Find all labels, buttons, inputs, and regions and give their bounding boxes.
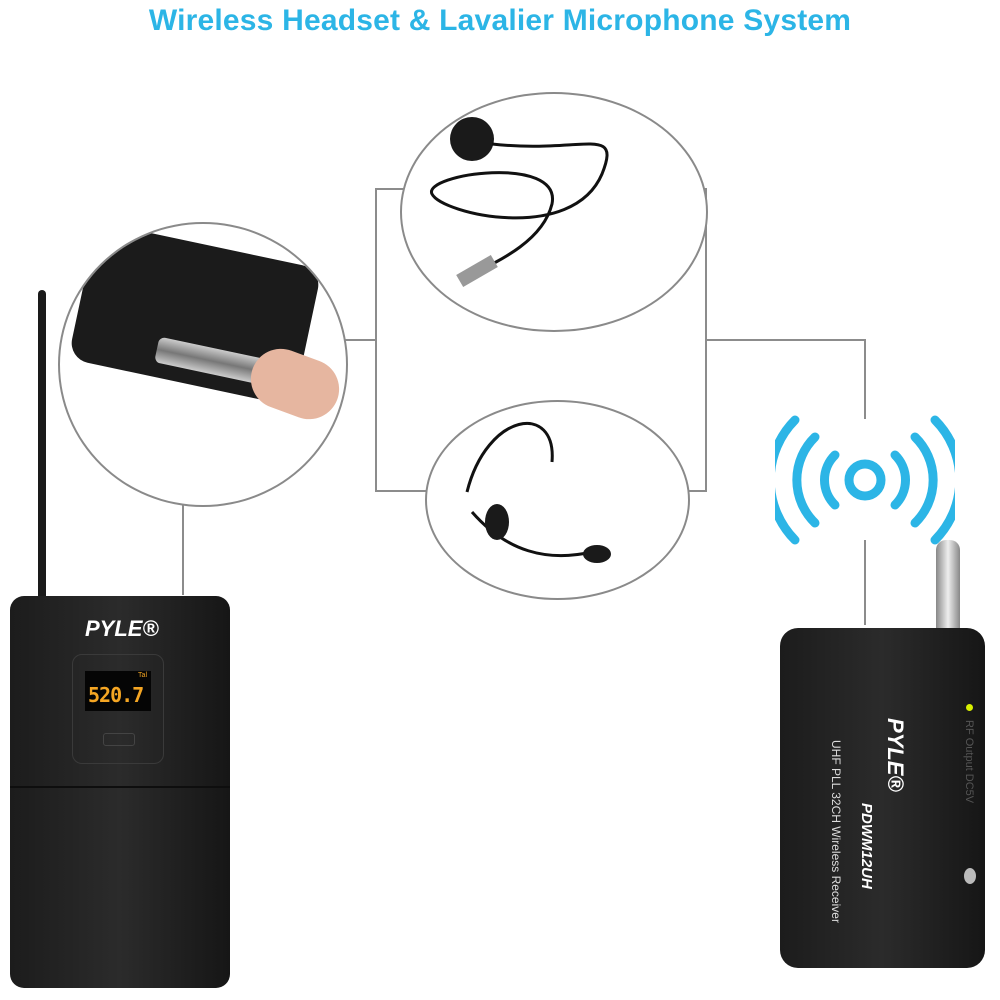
connector-line xyxy=(375,490,430,492)
power-switch[interactable] xyxy=(964,868,976,884)
connector-line xyxy=(688,490,706,492)
receiver-side-labels: RF Output DC5V xyxy=(963,720,975,804)
connector-line xyxy=(375,188,405,190)
connector-line xyxy=(182,500,184,595)
lavalier-mic-icon xyxy=(430,117,609,288)
headset-mic-circle xyxy=(425,400,690,600)
display-readout: 520.7 xyxy=(88,683,144,707)
connector-line xyxy=(345,339,376,341)
lavalier-mic-circle xyxy=(400,92,708,332)
display-panel: Tal 520.7 xyxy=(72,654,164,764)
power-led xyxy=(966,704,973,711)
receiver-description: UHF PLL 32CH Wireless Receiver xyxy=(829,740,843,923)
set-button[interactable] xyxy=(103,733,135,746)
transmitter-brand-logo: PYLE® xyxy=(85,616,159,641)
wireless-signal-icon xyxy=(775,415,955,545)
connector-line xyxy=(864,540,866,625)
receiver-model: PDWM12UH xyxy=(858,803,875,889)
headset-mic-icon xyxy=(465,422,611,563)
display-signal: Tal xyxy=(138,672,147,679)
connector-line xyxy=(375,188,377,492)
receiver-brand-logo: PYLE® xyxy=(883,718,908,792)
wireless-receiver: PYLE® PDWM12UH UHF PLL 32CH Wireless Rec… xyxy=(780,628,985,968)
jack-closeup-circle xyxy=(58,222,348,507)
antenna-icon xyxy=(38,290,46,600)
page-title: Wireless Headset & Lavalier Microphone S… xyxy=(148,4,852,37)
connector-line xyxy=(705,339,865,341)
connector-line xyxy=(864,339,866,419)
bodypack-transmitter: PYLE® Tal 520.7 xyxy=(10,596,230,988)
